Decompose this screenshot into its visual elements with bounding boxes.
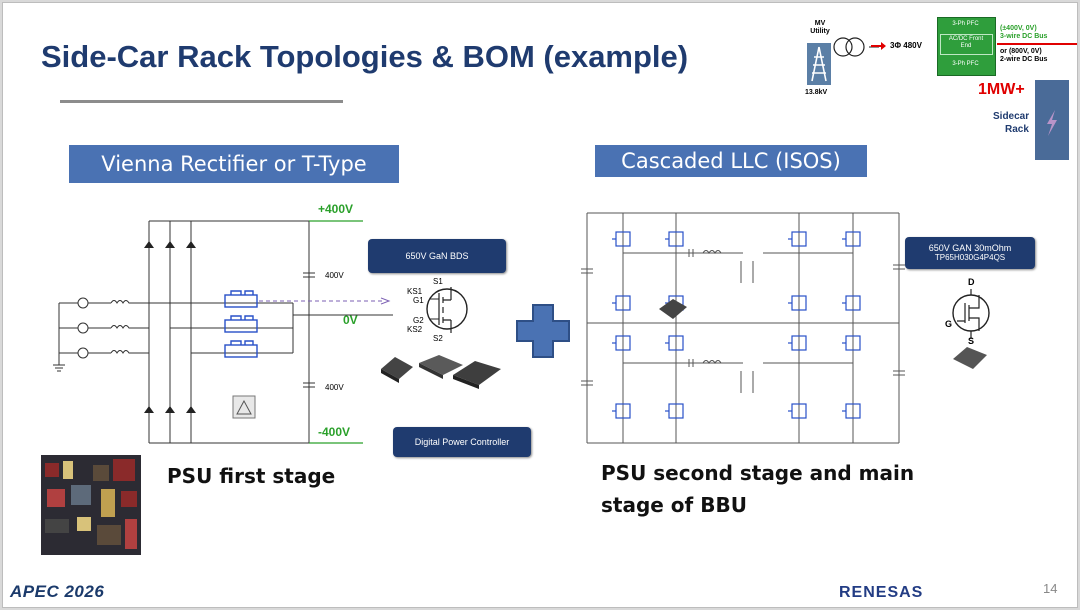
gan-30mohm-chip: 650V GAN 30mOhm TP65H030G4P4QS: [905, 237, 1035, 269]
pin-d-label: D: [968, 277, 975, 287]
pin-ks2-label: KS2: [407, 325, 423, 334]
vienna-header: Vienna Rectifier or T-Type: [69, 145, 399, 183]
title-underline: [60, 100, 343, 103]
page-title: Side-Car Rack Topologies & BOM (example): [41, 39, 689, 74]
sidecar-label-2: Rack: [1005, 124, 1029, 135]
acdc-box: [940, 34, 993, 55]
power-rating-label: 1MW+: [978, 81, 1025, 98]
utility-tower-icon: [807, 43, 831, 85]
gan-chip-line2: TP65H030G4P4QS: [934, 253, 1006, 262]
psu-board-photo: [41, 455, 141, 555]
bus1-name-label: 3-wire DC Bus: [1000, 33, 1048, 40]
voltage-13-8-label: 13.8kV: [805, 89, 828, 96]
vienna-rectifier-schematic: [53, 220, 468, 444]
gan-package-icons: [381, 355, 501, 389]
llc-header: Cascaded LLC (ISOS): [595, 145, 867, 177]
plus-icon: [516, 304, 570, 358]
arrow-right-icon: [871, 42, 886, 50]
pin-ks1-label: KS1: [407, 287, 423, 296]
bus1-voltage-label: (±400V, 0V): [1000, 25, 1037, 32]
rail-neg-label: -400V: [318, 425, 351, 439]
cascaded-llc-schematic: [581, 212, 990, 444]
pfc-block: [937, 17, 996, 76]
pin-g-label: G: [945, 319, 953, 329]
page-number: 14: [1043, 581, 1058, 596]
pin-s-label: S: [968, 336, 975, 346]
cap-top-label: 400V: [325, 271, 344, 280]
apec-logo: APEC 2026: [10, 582, 105, 601]
gan-bds-chip: 650V GaN BDS: [368, 239, 506, 273]
psu-second-stage-caption-1: PSU second stage and main: [601, 461, 915, 485]
pfc-top-label: 3-Ph PFC: [952, 21, 979, 27]
bus-separator: [997, 43, 1077, 45]
cap-bottom-label: 400V: [325, 383, 344, 392]
mv-utility-label: MV Utility: [810, 20, 830, 35]
pin-g2-label: G2: [413, 316, 424, 325]
bus2-name-label: 2-wire DC Bus: [1000, 56, 1048, 63]
gan-chip-line1: 650V GAN 30mOhm: [928, 243, 1012, 253]
sidecar-rack-icon: [1035, 80, 1069, 160]
pfc-bottom-label: 3-Ph PFC: [952, 61, 979, 67]
bus2-voltage-label: or (800V, 0V): [1000, 48, 1042, 55]
psu-first-stage-caption: PSU first stage: [167, 464, 336, 488]
pin-g1-label: G1: [413, 296, 424, 305]
pin-s2-label: S2: [433, 334, 443, 343]
three-phase-480-label: 3Φ 480V: [890, 41, 922, 50]
rail-zero-label: 0V: [343, 313, 358, 327]
digital-controller-chip: Digital Power Controller: [393, 427, 531, 457]
psu-second-stage-caption-2: stage of BBU: [601, 493, 747, 517]
rail-pos-label: +400V: [318, 202, 354, 216]
pin-s1-label: S1: [433, 277, 443, 286]
sidecar-label-1: Sidecar: [993, 111, 1030, 122]
acdc-label: AC/DC Front End: [948, 36, 984, 49]
renesas-logo: RENESAS: [839, 584, 924, 601]
